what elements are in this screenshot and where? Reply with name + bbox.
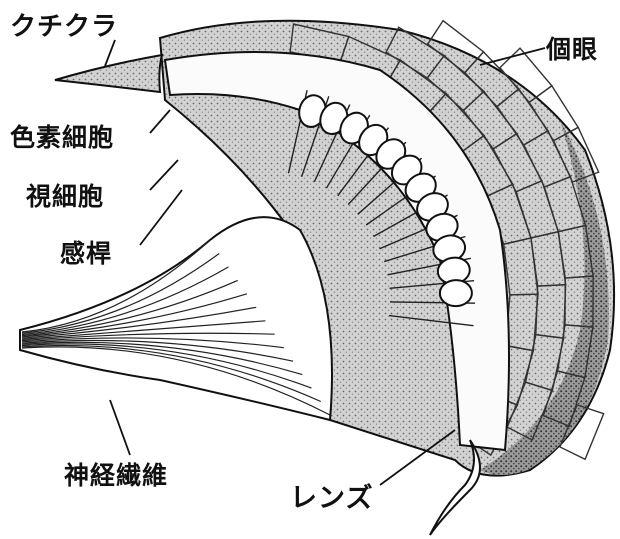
lens-cup <box>439 280 472 307</box>
leader-rhabdom <box>140 190 182 245</box>
label-pigment-cell: 色素細胞 <box>10 118 114 154</box>
cuticle-flap <box>55 55 162 92</box>
leader-visual <box>150 160 178 190</box>
label-cuticle: クチクラ <box>10 6 118 43</box>
leader-pigment <box>150 110 170 133</box>
label-nerve-fiber: 神経繊維 <box>64 456 168 492</box>
label-lens: レンズ <box>290 476 373 515</box>
leader-cuticle <box>105 40 115 66</box>
label-visual-cell: 視細胞 <box>26 177 104 213</box>
leader-ommatidium <box>480 48 545 65</box>
label-ommatidium: 個眼 <box>546 30 598 66</box>
leader-nerve <box>110 400 130 455</box>
label-rhabdom: 感桿 <box>60 234 112 270</box>
